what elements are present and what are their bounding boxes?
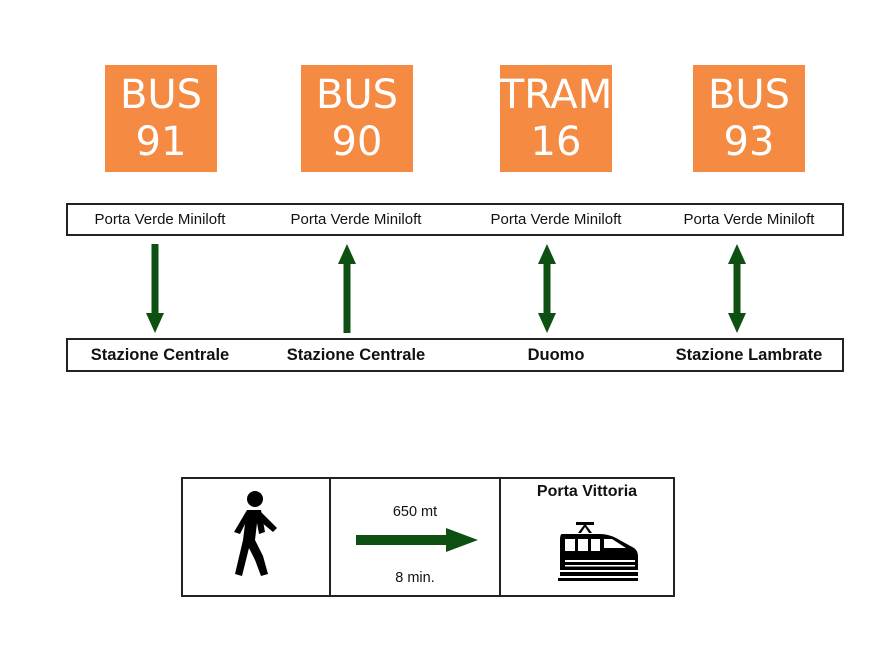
destination-row <box>66 338 844 372</box>
origin-label-3: Porta Verde Miniloft <box>490 211 622 228</box>
station-name: Porta Vittoria <box>536 483 638 500</box>
walking-divider <box>499 477 501 597</box>
badge-route-4: BUS 93 <box>693 65 805 172</box>
badge-number: 93 <box>723 118 775 165</box>
badge-number: 91 <box>135 118 187 165</box>
badge-type: TRAM <box>499 71 613 118</box>
destination-label-3: Duomo <box>527 346 585 364</box>
badge-route-3: TRAM 16 <box>500 65 612 172</box>
direction-arrow-up <box>338 244 356 333</box>
badge-type: BUS <box>707 71 791 118</box>
walking-panel <box>181 477 675 597</box>
origin-label-1: Porta Verde Miniloft <box>94 211 226 228</box>
badge-number: 90 <box>331 118 383 165</box>
destination-label-1: Stazione Centrale <box>90 346 230 364</box>
origin-label-2: Porta Verde Miniloft <box>290 211 422 228</box>
origin-label-4: Porta Verde Miniloft <box>683 211 815 228</box>
badge-number: 16 <box>530 118 582 165</box>
right-arrow-icon <box>356 528 478 552</box>
destination-label-2: Stazione Centrale <box>286 346 426 364</box>
walking-divider <box>329 477 331 597</box>
badge-type: BUS <box>119 71 203 118</box>
destination-label-4: Stazione Lambrate <box>675 346 823 364</box>
walk-distance: 650 mt <box>392 504 438 520</box>
badge-route-1: BUS 91 <box>105 65 217 172</box>
badge-route-2: BUS 90 <box>301 65 413 172</box>
walk-time: 8 min. <box>395 570 435 586</box>
direction-arrow-down <box>146 244 164 333</box>
pedestrian-icon <box>234 491 277 576</box>
origin-row <box>66 203 844 236</box>
direction-arrow-both <box>538 244 556 333</box>
train-icon <box>558 522 638 581</box>
badge-type: BUS <box>315 71 399 118</box>
direction-arrow-both <box>728 244 746 333</box>
